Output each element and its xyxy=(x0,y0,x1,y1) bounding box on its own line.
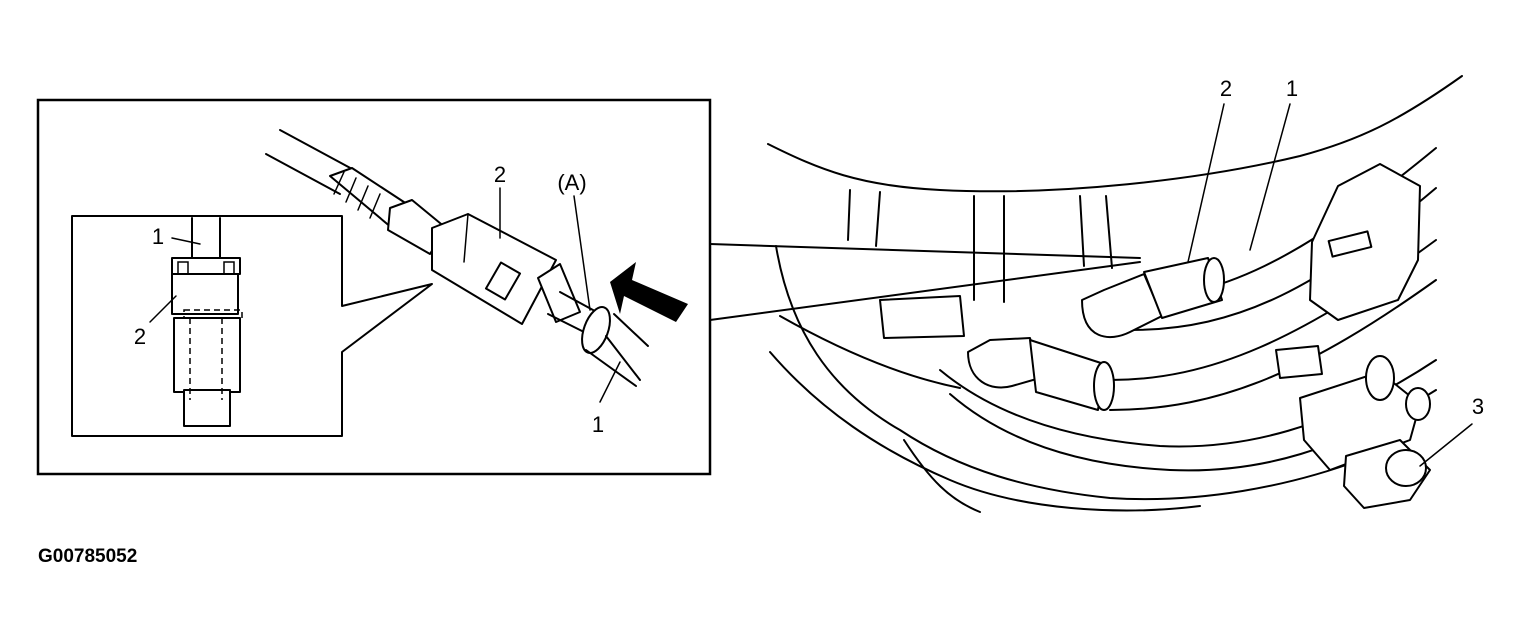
main-leader-connector xyxy=(1187,103,1225,263)
push-direction-arrow xyxy=(610,262,688,322)
section-label-pipe: 1 xyxy=(152,224,164,249)
engine-bay-view: 2 1 3 xyxy=(767,75,1484,513)
pipe-connector-assembly xyxy=(265,129,649,387)
main-label-connector: 2 xyxy=(1220,76,1232,101)
figure-code: G00785052 xyxy=(38,546,137,567)
main-leader-clamp xyxy=(1419,423,1473,467)
detail-label-pipe: 1 xyxy=(592,412,604,437)
detail-leader-pipe xyxy=(599,361,621,403)
detail-label-connector: 2 xyxy=(494,162,506,187)
section-leader-pipe xyxy=(171,237,201,245)
clamp-3 xyxy=(1385,449,1427,487)
main-label-clamp: 3 xyxy=(1472,394,1484,419)
detail-leader-reference xyxy=(573,195,591,311)
main-leader-pipe xyxy=(1249,103,1291,251)
main-label-pipe: 1 xyxy=(1286,76,1298,101)
section-frame xyxy=(71,215,433,437)
section-leader-connector xyxy=(149,295,177,323)
detail-view: 1 2 2 (A) xyxy=(36,98,712,476)
connector-cross-section xyxy=(171,217,243,427)
zoom-line-lower xyxy=(709,261,1141,321)
section-label-connector: 2 xyxy=(134,324,146,349)
zoom-line-upper xyxy=(709,243,1141,259)
detail-label-reference: (A) xyxy=(557,170,586,195)
